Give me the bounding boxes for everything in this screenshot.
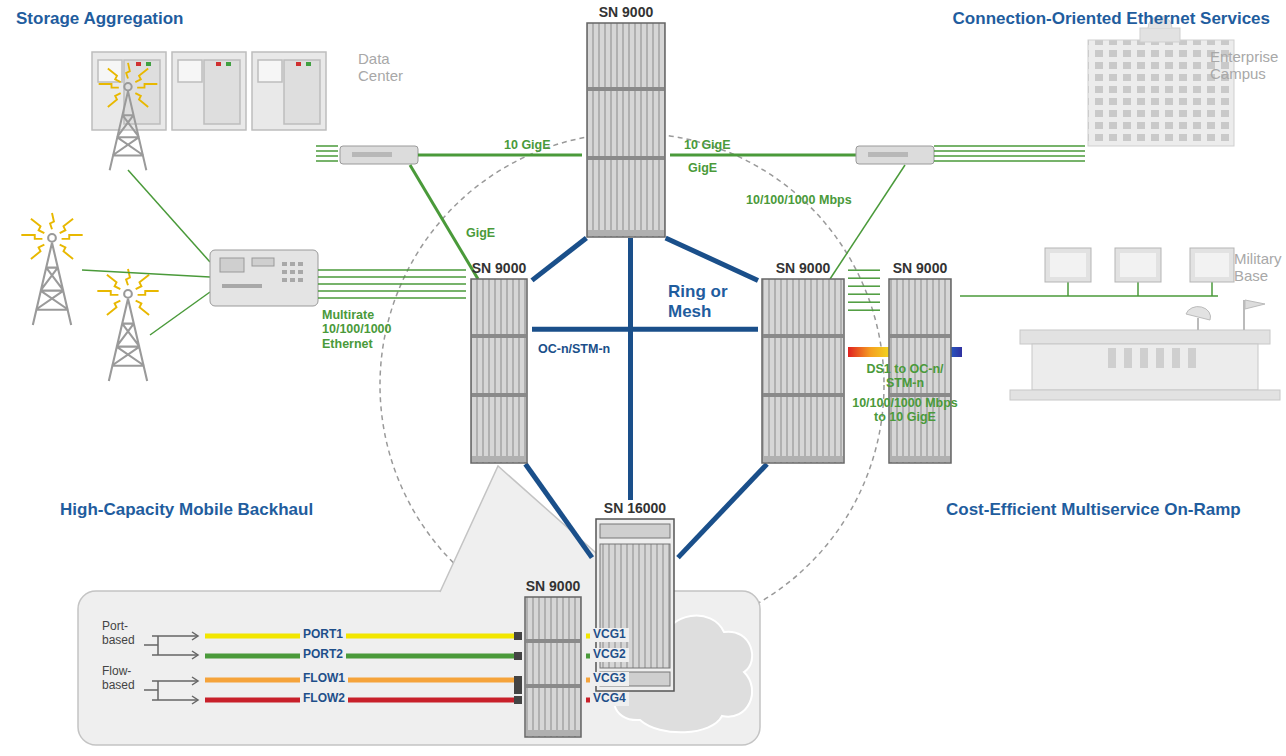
device-chassis (522, 596, 584, 738)
rate-label: 10 GigE (504, 138, 551, 152)
section-heading: Storage Aggregation (16, 9, 184, 29)
vcg-label: VCG3 (590, 672, 629, 686)
port-label: PORT1 (300, 628, 346, 642)
device-chassis (466, 278, 532, 464)
rate-label: GigE (466, 226, 495, 240)
device-label: SN 16000 (592, 500, 678, 516)
link-label: OC-n/STM-n (538, 342, 610, 356)
rate-label: DS1 to OC-n/ STM-n (850, 362, 960, 391)
network-link (678, 464, 767, 558)
topology-label: Ring or Mesh (668, 282, 740, 321)
section-heading: Cost-Efficient Multiservice On-Ramp (946, 500, 1241, 520)
vcg-label: VCG1 (590, 628, 629, 642)
flow-label: FLOW2 (300, 692, 348, 706)
device-label: SN 9000 (582, 4, 670, 20)
section-heading: Connection-Oriented Ethernet Services (953, 9, 1270, 29)
device-node: SN 16000 (592, 500, 678, 692)
device-node: SN 9000 (758, 260, 848, 464)
rate-label: 10 GigE (684, 138, 731, 152)
device-node: SN 9000 (522, 578, 584, 738)
network-link (532, 238, 586, 280)
rate-label: 10/100/1000 Mbps to 10 GigE (845, 396, 965, 425)
rate-label: Multirate 10/100/1000 Ethernet (322, 308, 406, 351)
network-link (532, 329, 758, 330)
device-label: SN 9000 (466, 260, 532, 276)
port-label: PORT2 (300, 648, 346, 662)
vcg-label: VCG2 (590, 648, 629, 662)
device-node: SN 9000 (582, 4, 670, 238)
network-link (848, 270, 880, 310)
device-label: SN 9000 (758, 260, 848, 276)
device-chassis (592, 518, 678, 692)
rate-label: 10/100/1000 Mbps (746, 193, 852, 207)
rate-label: GigE (688, 161, 717, 175)
vcg-label: VCG4 (590, 692, 629, 706)
device-node: SN 9000 (466, 260, 532, 464)
device-label: SN 9000 (880, 260, 960, 276)
mapping-label: Flow- based (102, 665, 144, 693)
device-chassis (758, 278, 848, 464)
section-heading: High-Capacity Mobile Backhaul (60, 500, 313, 520)
site-label: Enterprise Campus (1210, 48, 1282, 83)
network-link (525, 464, 592, 558)
mapping-label: Port- based (102, 620, 144, 648)
network-link (666, 238, 758, 280)
network-link (630, 238, 631, 500)
flow-label: FLOW1 (300, 672, 348, 686)
device-label: SN 9000 (522, 578, 584, 594)
device-chassis (582, 22, 670, 238)
site-label: Data Center (358, 50, 420, 85)
site-label: Military Base (1234, 250, 1282, 285)
